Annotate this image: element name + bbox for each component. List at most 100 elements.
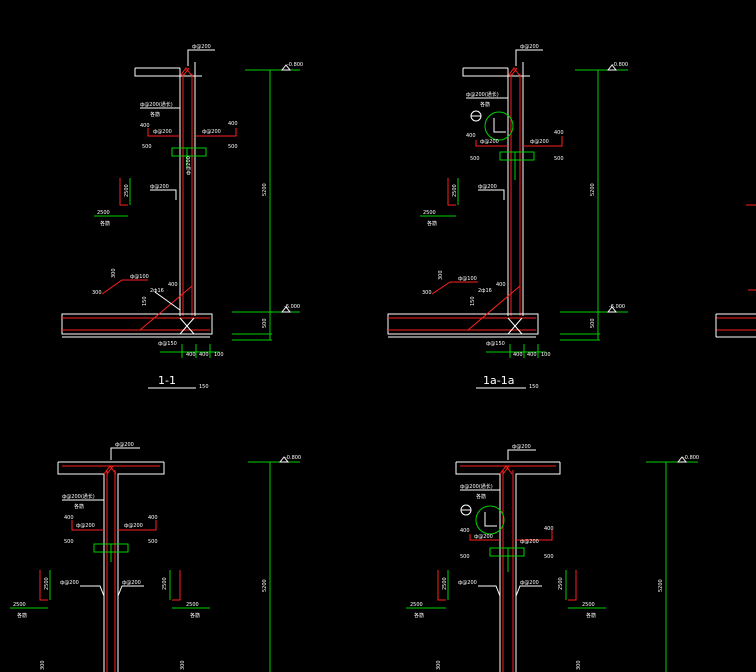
- section-partial-right: [715, 204, 756, 338]
- top-rebar-label: ф@200: [115, 442, 134, 448]
- haunch-diagonal: [467, 285, 521, 331]
- base-slab: [61, 313, 213, 335]
- right-ext-bar: [568, 570, 577, 601]
- top-rebar-leader: [507, 449, 536, 460]
- level-top-label: -0.800: [285, 455, 301, 461]
- height-dim-label: 5200: [658, 579, 664, 592]
- top-corner-hatch: [499, 465, 513, 475]
- haunch-bar-label: ф@100: [130, 274, 149, 280]
- left-bar-label: ф@200: [480, 139, 499, 145]
- haunch-leader-2: [154, 291, 181, 311]
- wall-bar-leader-r: [515, 585, 542, 597]
- bottom-bar-label: ф@150: [486, 341, 505, 347]
- ext-vert-l: 2500: [44, 577, 50, 590]
- height-dim-label: 5200: [262, 579, 268, 592]
- detail-circle-large: [475, 505, 505, 535]
- ext-dim-l: 2500: [410, 602, 423, 608]
- top-corner-hatch: [179, 67, 193, 77]
- ext-note-r: 各筋: [190, 612, 200, 619]
- edge-mark-4: 300: [576, 660, 582, 670]
- top-slab-outline: [455, 462, 501, 672]
- ext-dim-r: 2500: [186, 602, 199, 608]
- ext-note: 各筋: [100, 220, 110, 227]
- detail-circle-large: [484, 111, 514, 141]
- left-bar-bracket: [469, 534, 500, 541]
- level-top-marker: [606, 64, 618, 71]
- wall-bar-leader-r: [117, 585, 144, 597]
- top-rebar-leader: [515, 49, 543, 66]
- right-bar-label: ф@200: [530, 139, 549, 145]
- right-ext-bar: [172, 570, 181, 601]
- left-low-dim: 500: [470, 156, 480, 162]
- right-low-dim: 500: [554, 156, 564, 162]
- ext-dim-r: 2500: [582, 602, 595, 608]
- wall-bar-leader: [478, 189, 505, 200]
- slab-dim-label: 500: [262, 318, 268, 328]
- left-top-dim: 400: [140, 123, 150, 129]
- left-ext-bar: [437, 570, 446, 601]
- bottom-dim-2: 400: [199, 352, 209, 358]
- dist-bar-leader: [140, 107, 181, 116]
- left-ext-bar: [447, 178, 456, 206]
- left-low-dim: 500: [460, 554, 470, 560]
- height-dim-label: 5200: [590, 183, 596, 196]
- dist-bar-label: ф@200(通长): [460, 483, 493, 490]
- section-scale: 150: [199, 384, 209, 390]
- haunch-note: 2ф16: [478, 288, 492, 294]
- right-top-dim: 400: [228, 121, 238, 127]
- level-bottom-label: -6.000: [284, 304, 300, 310]
- ext-note-l: 各筋: [414, 612, 424, 619]
- bottom-bar-label: ф@150: [158, 341, 177, 347]
- left-bar-label: ф@200: [474, 534, 493, 540]
- top-rebar-leader: [187, 49, 215, 66]
- bottom-dim-1: 400: [186, 352, 196, 358]
- top-slab-outline: [57, 462, 105, 672]
- right-bar-bracket: [516, 530, 553, 541]
- corner-cross: [507, 317, 523, 335]
- left-bar-label: ф@200: [153, 129, 172, 135]
- section-title: 1-1: [158, 374, 176, 387]
- level-bottom-label: -6.000: [609, 304, 625, 310]
- corner-cross: [179, 317, 195, 335]
- haunch-dim: 300: [438, 270, 444, 280]
- haunch-diagonal: [139, 285, 193, 331]
- left-bar-bracket: [147, 128, 180, 137]
- left-low-dim: 500: [64, 539, 74, 545]
- dist-bar-label: ф@200(通长): [62, 493, 95, 500]
- haunch-dim: 300: [111, 268, 117, 278]
- section-1-1: ф@200 ф@200(通长) 各筋 400 ф@200 500 400 ф@2…: [61, 44, 303, 390]
- left-top-dim: 400: [466, 133, 476, 139]
- level-top-label: -0.800: [612, 62, 628, 68]
- ext-dim-label: 2500: [423, 210, 436, 216]
- haunch-note: 2ф16: [150, 288, 164, 294]
- right-low-dim: 500: [228, 144, 238, 150]
- top-corner-hatch: [507, 67, 521, 77]
- splice-mark: [489, 547, 525, 557]
- ext-dim-label: 2500: [97, 210, 110, 216]
- ext-note-l: 各筋: [17, 612, 27, 619]
- dist-bar-note: 各筋: [480, 101, 490, 108]
- ext-note-r: 各筋: [586, 612, 596, 619]
- left-top-dim: 400: [64, 515, 74, 521]
- level-bottom-marker: [280, 306, 292, 313]
- haunch-dim3: 150: [142, 296, 148, 306]
- splice-vert-l: ф@200: [186, 156, 192, 175]
- right-bar-label: ф@200: [124, 523, 143, 529]
- dist-bar-note: 各筋: [74, 503, 84, 510]
- edge-mark-3: 300: [436, 660, 442, 670]
- level-bottom-marker: [606, 306, 618, 313]
- ext-vert-label: 2500: [452, 184, 458, 197]
- left-ext-bar: [119, 178, 128, 206]
- edge-mark-2: 300: [180, 660, 186, 670]
- wall-bar-label: ф@200: [478, 184, 497, 190]
- wall-bar-label-r: ф@200: [122, 580, 141, 586]
- bottom-dim-3: 100: [214, 352, 224, 358]
- ext-note: 各筋: [427, 220, 437, 227]
- wall-bar-label: ф@200: [458, 580, 477, 586]
- left-top-dim: 400: [460, 528, 470, 534]
- bottom-dim-2: 400: [527, 352, 537, 358]
- base-slab: [387, 313, 539, 335]
- ext-vert-l: 2500: [442, 577, 448, 590]
- section-1a-1a: ф@200 ф@200(通长) 各筋 400 ф@200 500 400 ф@2…: [387, 44, 628, 390]
- slab-dim-label: 500: [590, 318, 596, 328]
